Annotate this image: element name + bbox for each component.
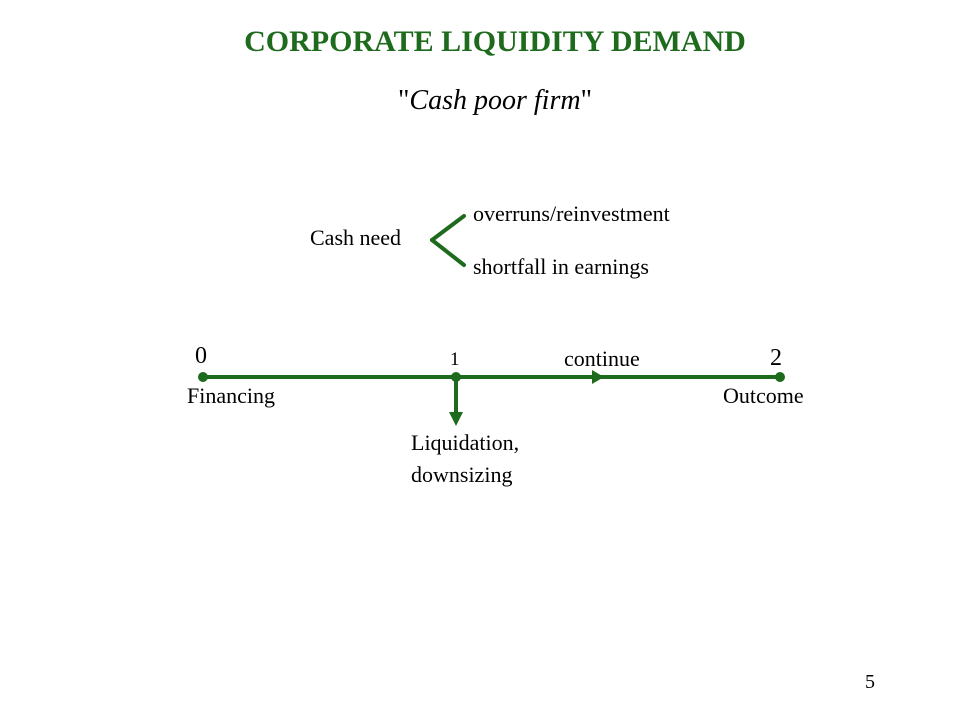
timeline-dot-2 <box>775 372 785 382</box>
cash-need-branch-shortfall: shortfall in earnings <box>473 254 649 279</box>
timeline-number-0: 0 <box>195 343 207 369</box>
bracket-lower-stroke <box>430 238 466 267</box>
subtitle-close-quote: " <box>580 85 593 116</box>
page-number: 5 <box>865 671 875 693</box>
timeline-number-1: 1 <box>450 349 460 370</box>
timeline-label-financing: Financing <box>187 383 275 408</box>
liquidation-arrow-head <box>449 412 463 426</box>
slide-subtitle: "Cash poor firm" <box>0 84 960 118</box>
cash-need-branch-overruns: overruns/reinvestment <box>473 201 670 226</box>
timeline-label-outcome: Outcome <box>723 383 804 408</box>
continue-label: continue <box>564 346 640 371</box>
cash-need-label: Cash need <box>310 225 402 250</box>
liquidation-label-line1: Liquidation, <box>411 430 520 455</box>
timeline-number-2: 2 <box>770 345 782 371</box>
timeline-dot-0 <box>198 372 208 382</box>
slide-title: CORPORATE LIQUIDITY DEMAND <box>244 25 746 58</box>
cash-need-bracket <box>430 214 466 267</box>
continue-arrow-head <box>592 370 604 384</box>
subtitle-open-quote: " <box>397 85 410 116</box>
bracket-upper-stroke <box>430 214 466 242</box>
liquidation-arrow <box>449 375 463 426</box>
subtitle-text: Cash poor firm <box>409 85 581 116</box>
liquidation-label-line2: downsizing <box>411 462 513 487</box>
timeline-axis <box>198 370 785 384</box>
